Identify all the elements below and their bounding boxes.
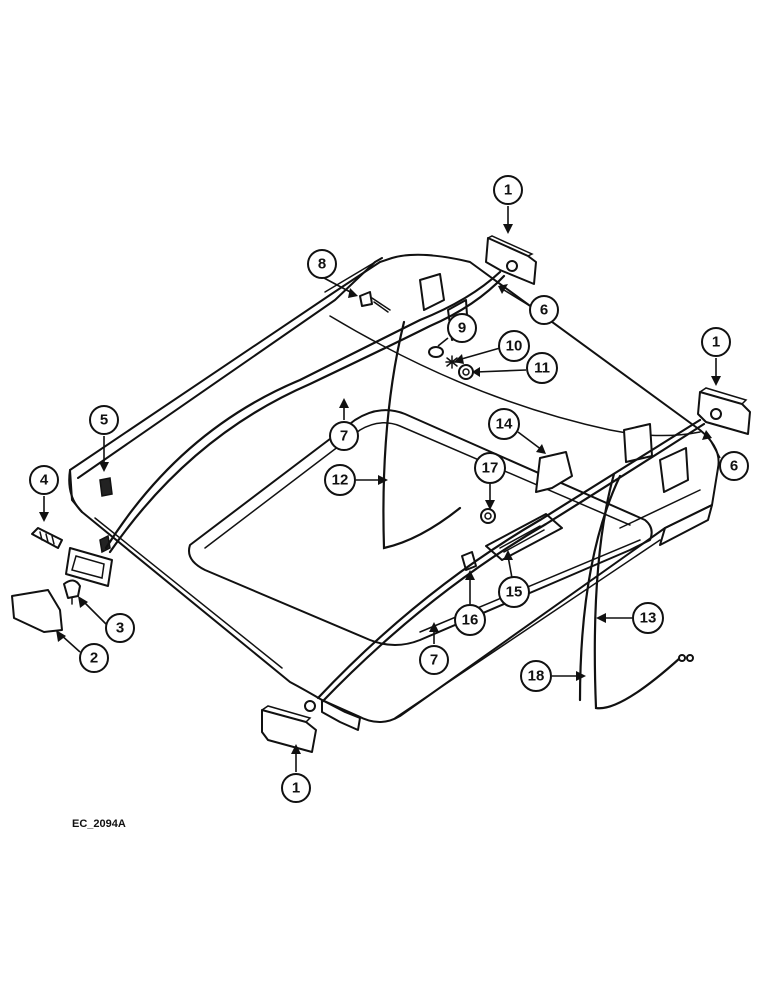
callout-1-right: 1 <box>701 327 731 386</box>
callout-label: 12 <box>332 472 349 489</box>
fasteners <box>359 291 496 571</box>
callout-1-top: 1 <box>493 175 523 234</box>
callout-7-lower: 7 <box>419 622 449 675</box>
callout-label: 6 <box>540 302 548 319</box>
callout-label: 2 <box>90 650 98 667</box>
callout-12: 12 <box>324 464 388 496</box>
callout-label: 10 <box>506 338 523 355</box>
callout-label: 17 <box>482 460 499 477</box>
figure-reference-code: EC_2094A <box>72 818 126 830</box>
callout-9: 9 <box>437 313 477 347</box>
callout-label: 11 <box>534 360 550 377</box>
right-lamp-assembly <box>623 387 751 493</box>
callout-7-upper: 7 <box>329 398 359 451</box>
callout-label: 7 <box>340 428 348 445</box>
callout-13: 13 <box>596 602 664 634</box>
callout-4: 4 <box>29 465 59 522</box>
callout-label: 8 <box>318 256 326 273</box>
callout-11: 11 <box>472 352 558 384</box>
callout-label: 4 <box>40 472 49 489</box>
callout-label: 5 <box>100 412 108 429</box>
callout-label: 9 <box>458 320 466 337</box>
callout-label: 13 <box>640 610 657 627</box>
callout-1-bottom: 1 <box>281 744 311 803</box>
callout-label: 1 <box>292 780 300 797</box>
callout-14: 14 <box>488 408 546 454</box>
callout-label: 15 <box>506 584 523 601</box>
callout-15: 15 <box>498 550 530 608</box>
callout-label: 14 <box>496 416 513 433</box>
callouts: 1 1 1 2 3 <box>29 175 749 803</box>
callout-6-top: 6 <box>498 284 559 325</box>
callout-label: 1 <box>712 334 720 351</box>
callout-5: 5 <box>89 405 119 472</box>
roof-panel <box>68 253 720 731</box>
top-lamp-assembly <box>419 235 537 341</box>
callout-label: 1 <box>504 182 512 199</box>
wiring-harnesses <box>104 270 706 710</box>
callout-8: 8 <box>307 249 358 298</box>
callout-3: 3 <box>78 596 135 643</box>
callout-label: 16 <box>462 612 479 629</box>
callout-label: 18 <box>528 668 545 685</box>
callout-label: 7 <box>430 652 438 669</box>
callout-17: 17 <box>474 452 506 510</box>
left-lamp-parts <box>11 477 113 633</box>
callout-2: 2 <box>56 630 109 673</box>
callout-label: 6 <box>730 458 738 475</box>
bottom-lamp-assembly <box>261 700 317 753</box>
callout-label: 3 <box>116 620 124 637</box>
callout-16: 16 <box>454 570 486 636</box>
callout-18: 18 <box>520 660 586 692</box>
callout-6-right: 6 <box>702 430 749 481</box>
callout-10: 10 <box>454 330 530 364</box>
